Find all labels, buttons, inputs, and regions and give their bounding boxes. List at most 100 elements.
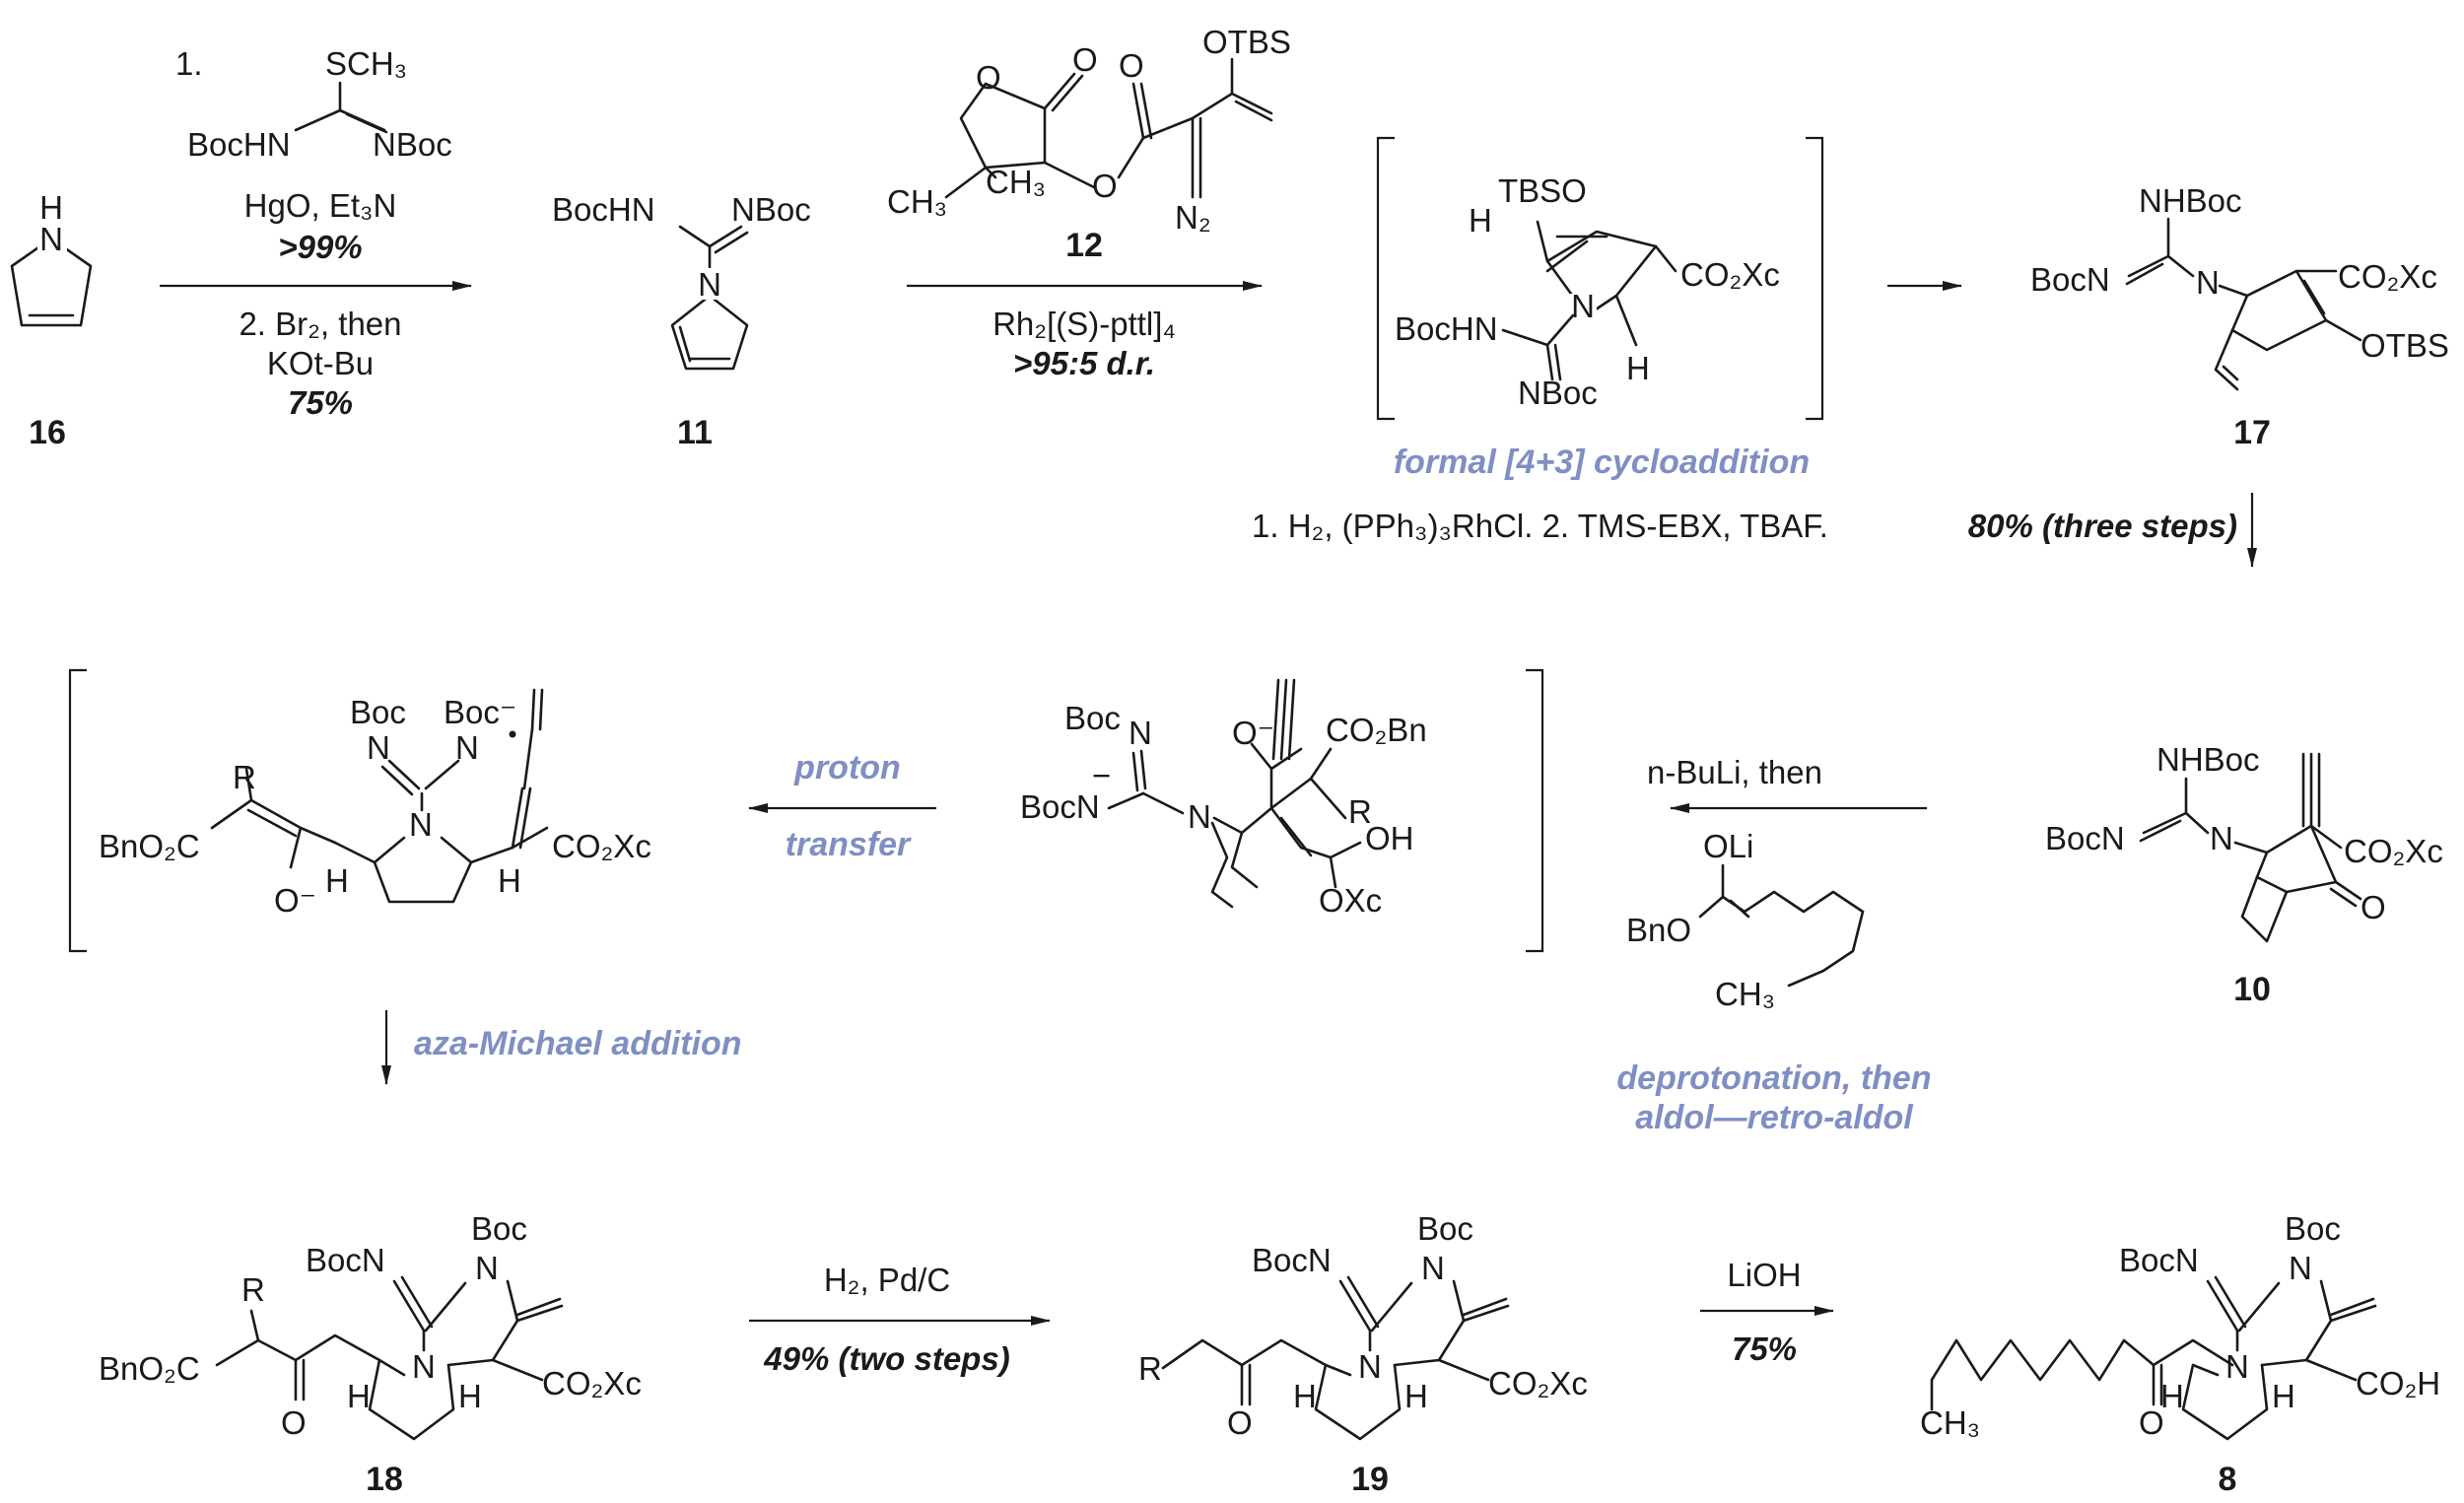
atom-label: TBSO [1498, 172, 1587, 209]
atom-label: OLi [1703, 828, 1753, 864]
intermediate-cycloadduct: TBSO H CO₂Xᴄ N H BocHN NBoc formal [4+3]… [1376, 136, 1824, 481]
atom-label: O [1072, 41, 1098, 78]
atom-label: H [2160, 1378, 2184, 1414]
atom-label: CH₃ [1920, 1404, 1980, 1441]
compound-12: O O O O N₂ OTBS CH₃ CH₃ 12 [887, 24, 1291, 264]
step-7: LiOH 75% [1700, 1257, 1834, 1367]
atom-label: BocN [1252, 1242, 1332, 1278]
atom-label: O [2361, 889, 2386, 925]
yield-text: 75% [288, 384, 353, 421]
condition-text: 1. [175, 45, 203, 82]
atom-label: N [2196, 264, 2220, 301]
yield-text: 49% (two steps) [763, 1340, 1009, 1377]
mechanism-note: transfer [786, 826, 912, 863]
atom-label: SCH₃ [325, 45, 407, 82]
atom-label: BocN [2119, 1242, 2199, 1278]
atom-label: N [1421, 1250, 1445, 1286]
compound-number: 11 [677, 414, 713, 451]
atom-label: H [1626, 350, 1650, 386]
mechanism-note: deprotonation, then [1616, 1059, 1931, 1097]
atom-label: CO₂Bn [1326, 712, 1427, 748]
compound-number: 12 [1065, 227, 1103, 264]
atom-label: Boc [350, 694, 406, 730]
yield-text: >99% [278, 229, 362, 265]
charge: − [1092, 757, 1111, 793]
atom-label: O [281, 1404, 307, 1441]
atom-label: CH₃ [1715, 976, 1775, 1012]
step-aza-michael: aza-Michael addition [381, 1010, 742, 1085]
atom-label: O [1092, 168, 1118, 204]
atom-label: N [1188, 798, 1211, 835]
condition-text: 1. H₂, (PPh₃)₃RhCl. 2. TMS-EBX, TBAF. [1252, 508, 1828, 544]
intermediate-allenoate: Boc Boc⁻ N N N O⁻ R BnO₂C H H CO₂Xᴄ [68, 668, 651, 953]
condition-text: n-BuLi, then [1647, 754, 1822, 790]
atom-label: H [1404, 1378, 1428, 1414]
atom-label: BocN [2030, 261, 2110, 298]
mechanism-note: proton [793, 749, 901, 786]
atom-label: BocHN [187, 126, 291, 163]
intermediate-aldolate: Boc N BocN − N O⁻ CO₂Bn R OH OXᴄ [1020, 668, 1544, 953]
compound-number: 17 [2233, 414, 2271, 451]
step-5: n-BuLi, then [1647, 754, 1927, 813]
atom-label: BocN [2045, 820, 2125, 856]
atom-label: H [2272, 1378, 2295, 1414]
atom-label: BnO₂C [99, 828, 200, 864]
atom-label: H [39, 189, 63, 226]
atom-label: H [458, 1378, 482, 1414]
atom-label: OXᴄ [1319, 882, 1382, 919]
atom-label: N [1129, 715, 1152, 751]
mechanism-note: aldol—retro-aldol [1635, 1099, 1914, 1136]
atom-label: R [1138, 1350, 1162, 1387]
atom-label: Boc [2285, 1210, 2341, 1247]
atom-label: R [1348, 793, 1372, 830]
atom-label: CH₃ [887, 183, 947, 220]
atom-label: CO₂Xᴄ [542, 1365, 642, 1401]
atom-label: Boc [1417, 1210, 1473, 1247]
atom-label: CO₂Xᴄ [2344, 833, 2443, 869]
atom-label: O⁻ [1232, 715, 1274, 751]
compound-number: 8 [2219, 1461, 2237, 1498]
atom-label: BnO₂C [99, 1350, 200, 1387]
atom-label: NBoc [731, 191, 811, 228]
yield-text: 80% (three steps) [1968, 508, 2237, 544]
atom-label: Boc [1064, 700, 1121, 736]
atom-label: Boc [471, 1210, 527, 1247]
atom-label: NHBoc [2156, 741, 2260, 778]
lithium-enolate: OLi BnO CH₃ deprotonation, then aldol—re… [1616, 828, 1931, 1136]
compound-11: BocHN NBoc N 11 [552, 191, 811, 451]
atom-label: BocHN [552, 191, 655, 228]
step-proton-transfer: proton transfer [748, 749, 936, 863]
atom-label: H [325, 862, 349, 899]
atom-label: CO₂Xᴄ [2338, 258, 2437, 295]
condition-text: 2. Br₂, then [239, 306, 401, 342]
atom-label: NHBoc [2139, 182, 2242, 219]
compound-number: 19 [1351, 1461, 1389, 1498]
atom-label: OTBS [1202, 24, 1291, 60]
atom-label: H [498, 862, 521, 899]
atom-label: N [1358, 1348, 1382, 1385]
atom-label: CO₂Xᴄ [552, 828, 651, 864]
compound-10: NHBoc BocN N CO₂Xᴄ O 10 [2045, 741, 2443, 1008]
condition-text: KOt-Bu [267, 345, 374, 381]
compound-16: N H 16 [10, 189, 93, 451]
condition-text: LiOH [1727, 1257, 1801, 1293]
atom-label: O [1119, 47, 1144, 84]
atom-label: O [2139, 1404, 2164, 1441]
condition-text: H₂, Pd/C [824, 1262, 950, 1298]
compound-18: R BnO₂C O BocN Boc N N CO₂Xᴄ H H 18 [99, 1210, 642, 1498]
atom-label: H [347, 1378, 371, 1414]
atom-label: OTBS [2361, 327, 2449, 364]
atom-label: Boc⁻ [444, 694, 516, 730]
compound-number: 16 [29, 414, 66, 451]
atom-label: O⁻ [274, 882, 316, 919]
atom-label: N [1571, 288, 1595, 324]
atom-label: NBoc [373, 126, 452, 163]
step-2: Rh₂[(S)-pttl]₄ >95:5 d.r. [907, 281, 1263, 381]
mechanism-note: formal [4+3] cycloaddition [1394, 444, 1810, 481]
atom-label: N [39, 221, 63, 257]
compound-number: 10 [2233, 971, 2271, 1008]
atom-label: N [2225, 1348, 2249, 1385]
atom-label: N [2289, 1250, 2312, 1286]
atom-label: BocHN [1395, 310, 1498, 347]
